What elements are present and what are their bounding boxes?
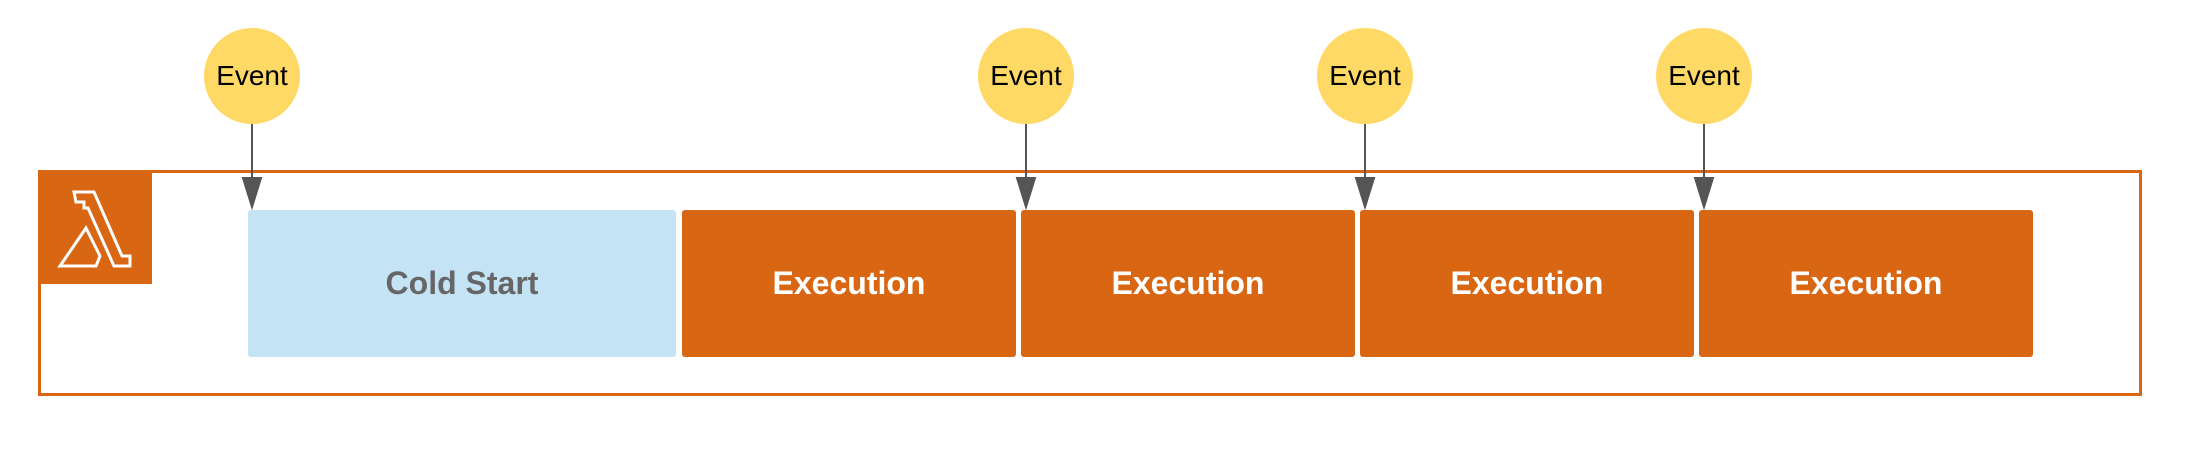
execution-block: Execution <box>1699 210 2033 357</box>
block-label: Execution <box>1111 265 1265 301</box>
event-label: Event <box>1329 60 1401 91</box>
block-label: Cold Start <box>385 265 539 301</box>
execution-block: Execution <box>1360 210 1694 357</box>
block-label: Execution <box>772 265 926 301</box>
event-arrow-head <box>1354 177 1376 211</box>
block-label: Execution <box>1450 265 1604 301</box>
event-arrow-head <box>241 177 263 211</box>
lambda-icon <box>57 190 132 268</box>
event-label: Event <box>990 60 1062 91</box>
block-label: Execution <box>1789 265 1943 301</box>
event-label: Event <box>1668 60 1740 91</box>
cold-start-block: Cold Start <box>248 210 676 357</box>
execution-block: Execution <box>1021 210 1355 357</box>
execution-block: Execution <box>682 210 1016 357</box>
lambda-tile <box>38 170 152 284</box>
event-arrow-head <box>1015 177 1037 211</box>
event-arrow-head <box>1693 177 1715 211</box>
event-circle: Event <box>204 28 300 124</box>
event-circle: Event <box>1656 28 1752 124</box>
event-circle: Event <box>978 28 1074 124</box>
event-label: Event <box>216 60 288 91</box>
event-circle: Event <box>1317 28 1413 124</box>
